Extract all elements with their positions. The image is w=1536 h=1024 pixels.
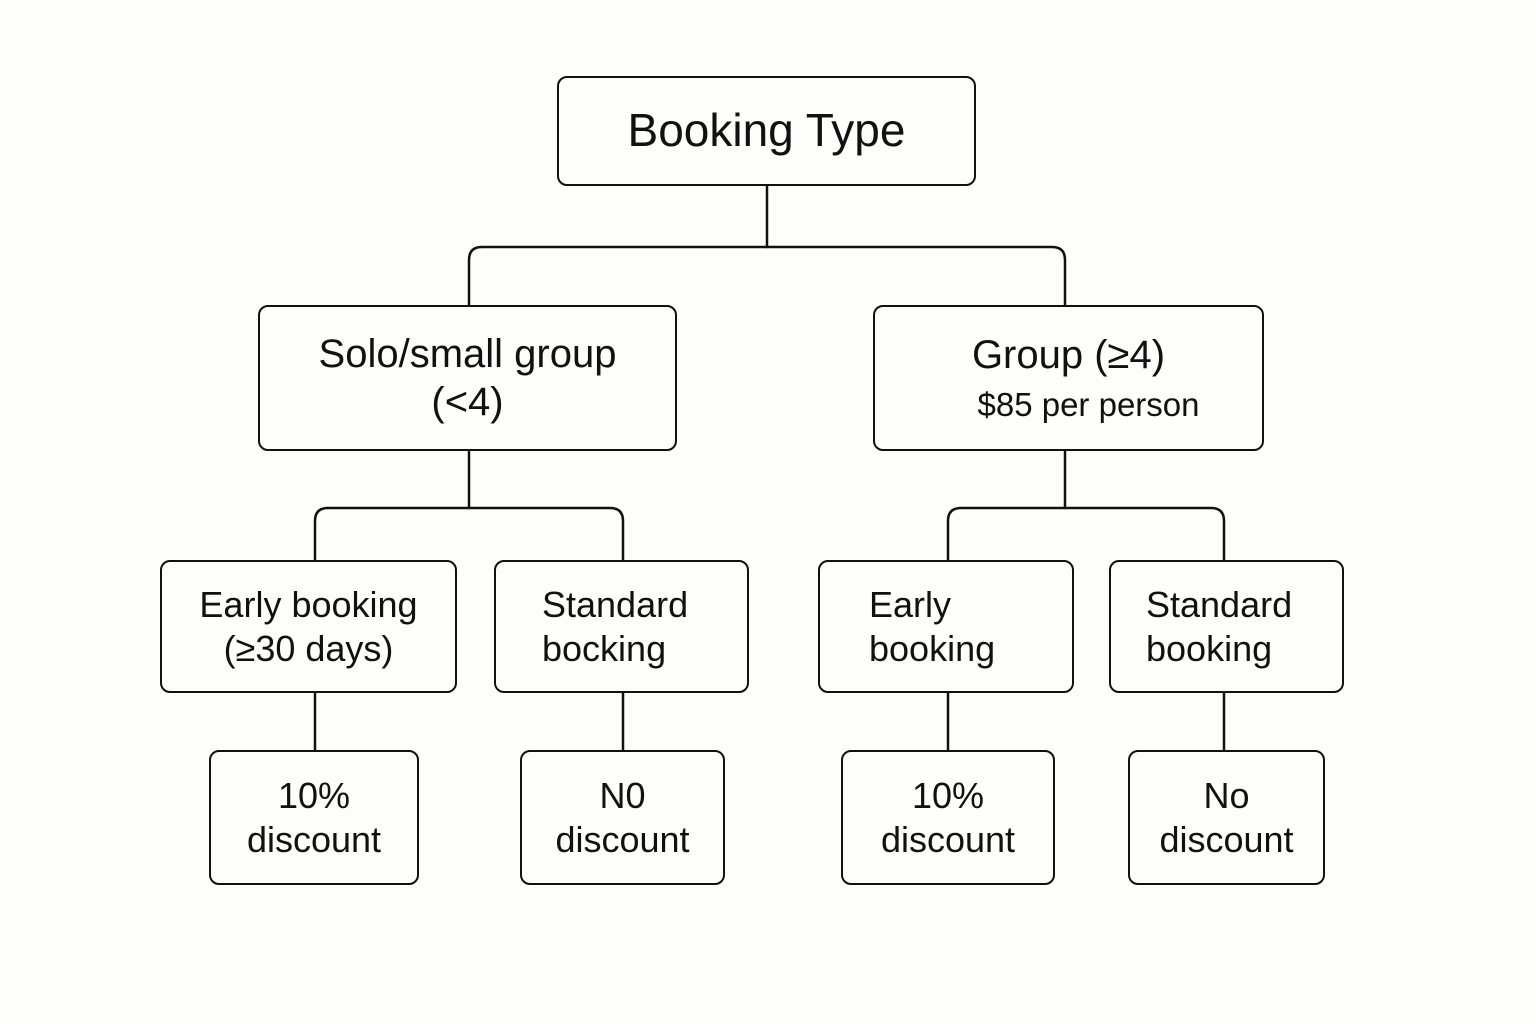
node-outcome-group-standard: No discount [1128,750,1325,885]
node-solo-early-booking: Early booking (≥30 days) [160,560,457,693]
node-price-label: $85 per person [977,386,1200,424]
node-group-early-booking: Early booking [818,560,1074,693]
connector-solo-branch [313,506,625,562]
node-label-line1: Solo/small group [318,332,617,376]
node-label-line2: discount [1159,818,1294,860]
node-label-line2: (<4) [431,380,504,424]
node-group-standard-booking: Standard booking [1109,560,1344,693]
connector-group-branch [946,506,1226,562]
node-label-line1: Early [869,584,952,626]
node-label-line2: discount [555,818,690,860]
node-label-line2: bocking [542,627,667,669]
node-label-line1: 10% [277,775,351,817]
node-label-line2: booking [869,627,996,669]
node-solo-small-group: Solo/small group (<4) [258,305,677,451]
node-label-line1: No [1203,775,1250,817]
node-label-line1: Standard [542,584,689,626]
node-label-line1: Early booking [199,584,418,626]
node-label-line1: Group (≥4) [971,333,1166,378]
connector-root-branch [467,245,1067,307]
node-label-line2: (≥30 days) [223,627,394,669]
node-solo-standard-booking: Standard bocking [494,560,749,693]
node-group: Group (≥4) $85 per person [873,305,1264,451]
node-label-line1: Standard [1146,584,1293,626]
node-outcome-solo-early: 10% discount [209,750,419,885]
node-label-line2: discount [880,818,1016,860]
node-outcome-group-early: 10% discount [841,750,1055,885]
node-label-line1: N0 [599,775,646,817]
node-label: Booking Type [627,104,906,157]
node-label-line2: discount [246,818,382,860]
node-outcome-solo-standard: N0 discount [520,750,725,885]
node-booking-type: Booking Type [557,76,976,186]
node-label-line2: booking [1146,627,1273,669]
node-label-line1: 10% [911,775,985,817]
